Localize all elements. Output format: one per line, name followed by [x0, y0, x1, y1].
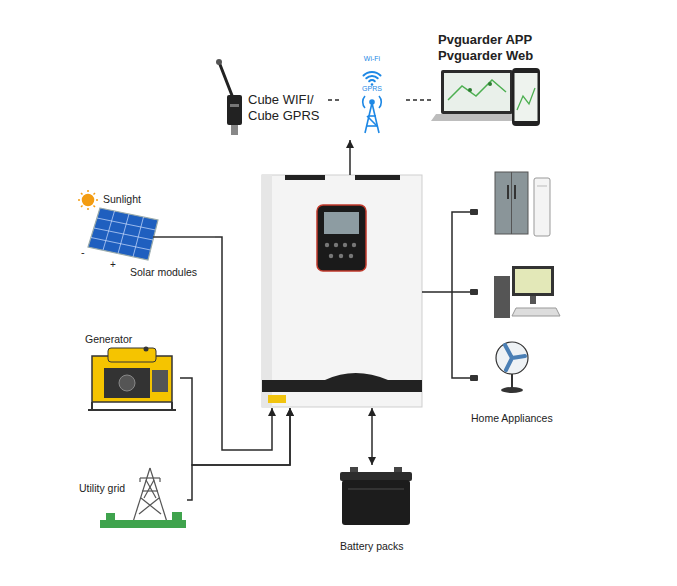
monitoring-app: Pvguarder APP Pvguarder Web [432, 28, 554, 128]
node-label: Solar modules [130, 266, 197, 279]
fan [496, 342, 528, 393]
dashed-link [406, 99, 432, 101]
computer [494, 266, 560, 318]
grid-wire [187, 408, 290, 500]
node-label: Home Appliances [471, 412, 553, 425]
node-label: GPRS [342, 85, 402, 94]
gprs-tower [363, 96, 382, 133]
wifi-symbol [364, 72, 381, 86]
solar-source: SunlightSolar modules [78, 186, 215, 286]
polarity-sign: - [81, 246, 85, 260]
dashed-link [328, 99, 342, 101]
laptop-phone [431, 68, 540, 126]
node-label: Wi-Fi [342, 55, 402, 64]
plug-symbols [470, 209, 478, 381]
grid-source: Utility grid [75, 476, 187, 532]
cube-dongle [216, 59, 242, 135]
node-label: Utility grid [79, 482, 125, 495]
grid-tower [133, 468, 167, 522]
wifi-module: Cube WIFI/ Cube GPRS [205, 55, 328, 142]
generator-picture [88, 347, 176, 411]
battery-wire [371, 408, 373, 465]
battery-picture [340, 467, 412, 525]
load-group: Home Appliances [470, 168, 565, 429]
load-wire [422, 212, 470, 378]
inverter-housing [262, 175, 422, 407]
grass-ground [100, 512, 186, 528]
sun-icon [78, 190, 98, 210]
node-label: Sunlight [103, 193, 141, 206]
node-label: Battery packs [340, 540, 404, 553]
data-arrow [349, 140, 351, 175]
pv-wire [215, 237, 272, 450]
solar-panel [88, 208, 215, 260]
node-label: Pvguarder APP Pvguarder Web [438, 32, 550, 65]
wireless-link: Wi-FiGPRS [342, 52, 406, 140]
hybrid-inverter [262, 175, 422, 408]
generator-wire [180, 378, 290, 465]
battery-bank: Battery packs [335, 465, 415, 557]
generator-source: Generator [80, 330, 180, 415]
node-label: Cube WIFI/ Cube GPRS [248, 92, 324, 125]
polarity-sign: + [110, 259, 116, 272]
fridge-ac [495, 172, 550, 236]
node-label: Generator [85, 333, 132, 346]
